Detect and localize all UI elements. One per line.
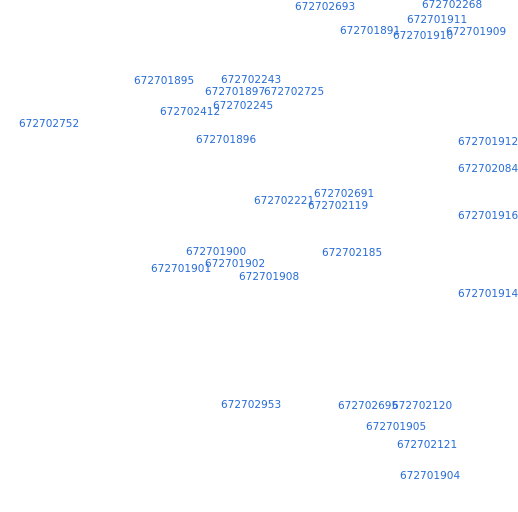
map-label[interactable]: 672702121: [397, 439, 458, 451]
map-label[interactable]: 672702221: [254, 195, 315, 207]
map-label[interactable]: 672702120: [392, 400, 453, 412]
map-label[interactable]: 672701900: [186, 246, 247, 258]
map-label[interactable]: 672701914: [458, 288, 518, 300]
map-label[interactable]: 672701904: [400, 470, 461, 482]
map-label[interactable]: 672701912: [458, 136, 518, 148]
map-label[interactable]: 672702725: [264, 86, 325, 98]
map-label[interactable]: 672701911: [407, 14, 468, 26]
map-label[interactable]: 672701910: [393, 30, 454, 42]
map-label[interactable]: 672702185: [322, 247, 383, 259]
map-label[interactable]: 672702953: [221, 399, 282, 411]
map-label[interactable]: 672701895: [134, 75, 195, 87]
map-label[interactable]: 672701902: [205, 258, 266, 270]
map-label[interactable]: 672702084: [458, 163, 518, 175]
map-label[interactable]: 672702691: [314, 188, 375, 200]
map-label[interactable]: 672701896: [196, 134, 257, 146]
map-label[interactable]: 672702268: [422, 0, 483, 11]
map-label[interactable]: 672702695: [338, 400, 399, 412]
map-label[interactable]: 672701909: [446, 26, 507, 38]
map-label[interactable]: 672701905: [366, 421, 427, 433]
map-label[interactable]: 672702693: [295, 1, 356, 13]
map-label[interactable]: 672702245: [213, 100, 274, 112]
map-label[interactable]: 672701901: [151, 263, 212, 275]
map-label[interactable]: 672702752: [19, 118, 80, 130]
map-label[interactable]: 672702119: [308, 200, 369, 212]
map-label[interactable]: 672701891: [340, 25, 401, 37]
map-label[interactable]: 672701897: [205, 86, 266, 98]
map-label[interactable]: 672702243: [221, 74, 282, 86]
map-label[interactable]: 672701916: [458, 210, 518, 222]
map-label[interactable]: 672701908: [239, 271, 300, 283]
map-label[interactable]: 672702412: [160, 106, 221, 118]
